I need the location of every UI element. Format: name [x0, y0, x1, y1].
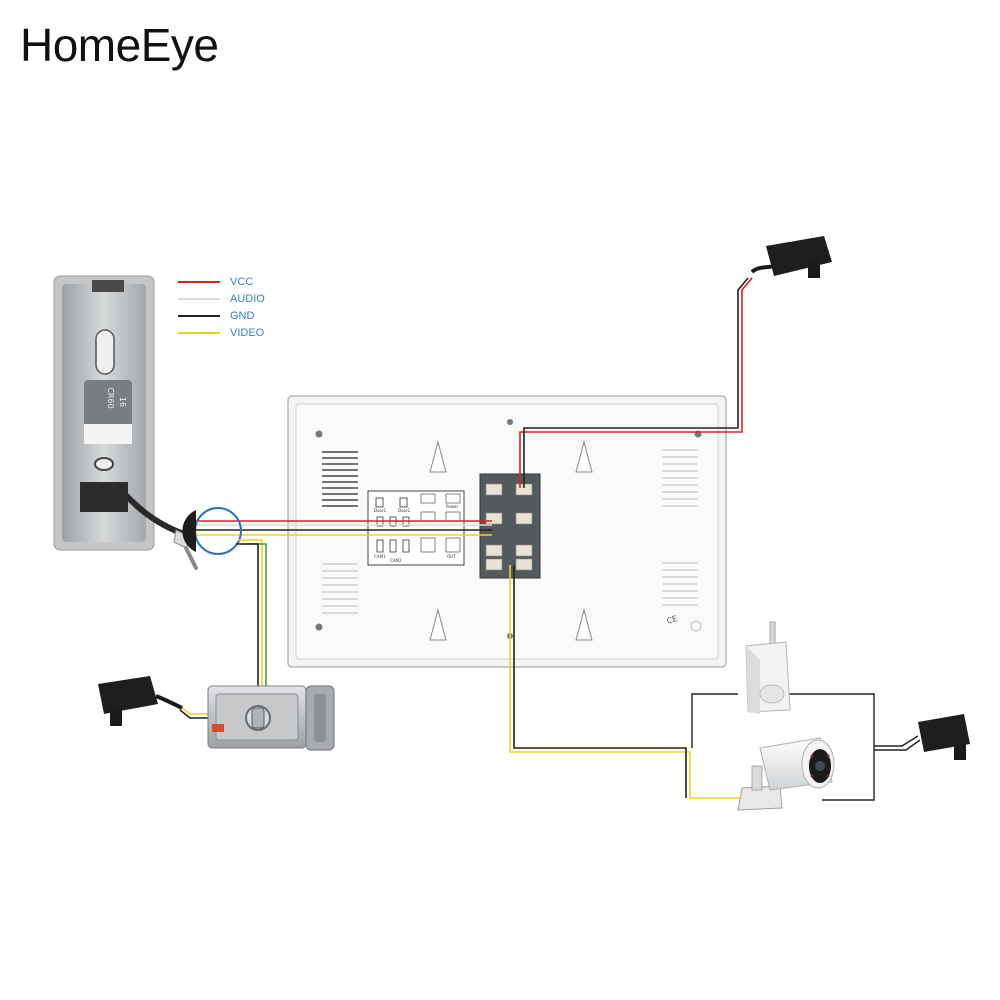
wire-bundle-panel-to-monitor — [196, 520, 492, 536]
wire-monitor-power — [519, 277, 753, 488]
wire-accessory-power — [691, 693, 921, 801]
power-adapter-lock-icon — [98, 676, 183, 726]
port-label-cam2: CAM2 — [390, 558, 402, 563]
legend-swatch-audio — [178, 297, 220, 300]
legend-row-gnd: GND — [178, 307, 265, 324]
legend-swatch-video — [178, 331, 220, 334]
port-label-door1: Door1 — [374, 508, 387, 513]
connection-zoom-circle — [194, 507, 242, 555]
indoor-monitor: Door1 Door2 Power CAM1 CAM2 OUT CE — [287, 395, 727, 668]
power-adapter-camera-icon — [918, 714, 970, 760]
legend-label-gnd: GND — [230, 309, 255, 322]
port-label-door2: Door2 — [398, 508, 411, 513]
pir-sensor — [745, 621, 791, 714]
speaker-grille-left-top — [322, 451, 358, 507]
wire-color-legend: VCC AUDIO GND VIDEO — [178, 273, 265, 341]
legend-swatch-gnd — [178, 314, 220, 317]
port-label-panel: Door1 Door2 Power CAM1 CAM2 OUT — [367, 490, 465, 566]
legend-row-video: VIDEO — [178, 324, 265, 341]
vent-right-bottom — [662, 562, 698, 606]
power-adapter-monitor-icon — [750, 236, 832, 278]
brand-logo: HomeEye — [20, 19, 219, 71]
legend-row-audio: AUDIO — [178, 290, 265, 307]
legend-label-vcc: VCC — [230, 275, 254, 288]
connector-block — [479, 473, 541, 579]
wire-camera-video — [509, 565, 742, 799]
panel-cable — [115, 484, 187, 537]
port-label-out: OUT — [447, 554, 456, 559]
electric-lock — [207, 685, 335, 751]
legend-label-audio: AUDIO — [230, 292, 265, 305]
legend-label-video: VIDEO — [230, 326, 265, 339]
legend-swatch-vcc — [178, 280, 220, 283]
panel-model-number: 16 — [118, 397, 127, 407]
legend-row-vcc: VCC — [178, 273, 265, 290]
port-label-power: Power — [446, 504, 458, 509]
outdoor-panel: CR60 16 — [53, 275, 155, 551]
vent-left-bottom — [322, 563, 358, 614]
port-label-cam1: CAM1 — [374, 554, 386, 559]
wire-lock — [179, 539, 267, 719]
vent-right-top — [662, 449, 698, 507]
cctv-camera — [737, 737, 835, 811]
ce-mark: CE — [666, 614, 679, 626]
panel-model-label: CR60 — [106, 387, 115, 408]
